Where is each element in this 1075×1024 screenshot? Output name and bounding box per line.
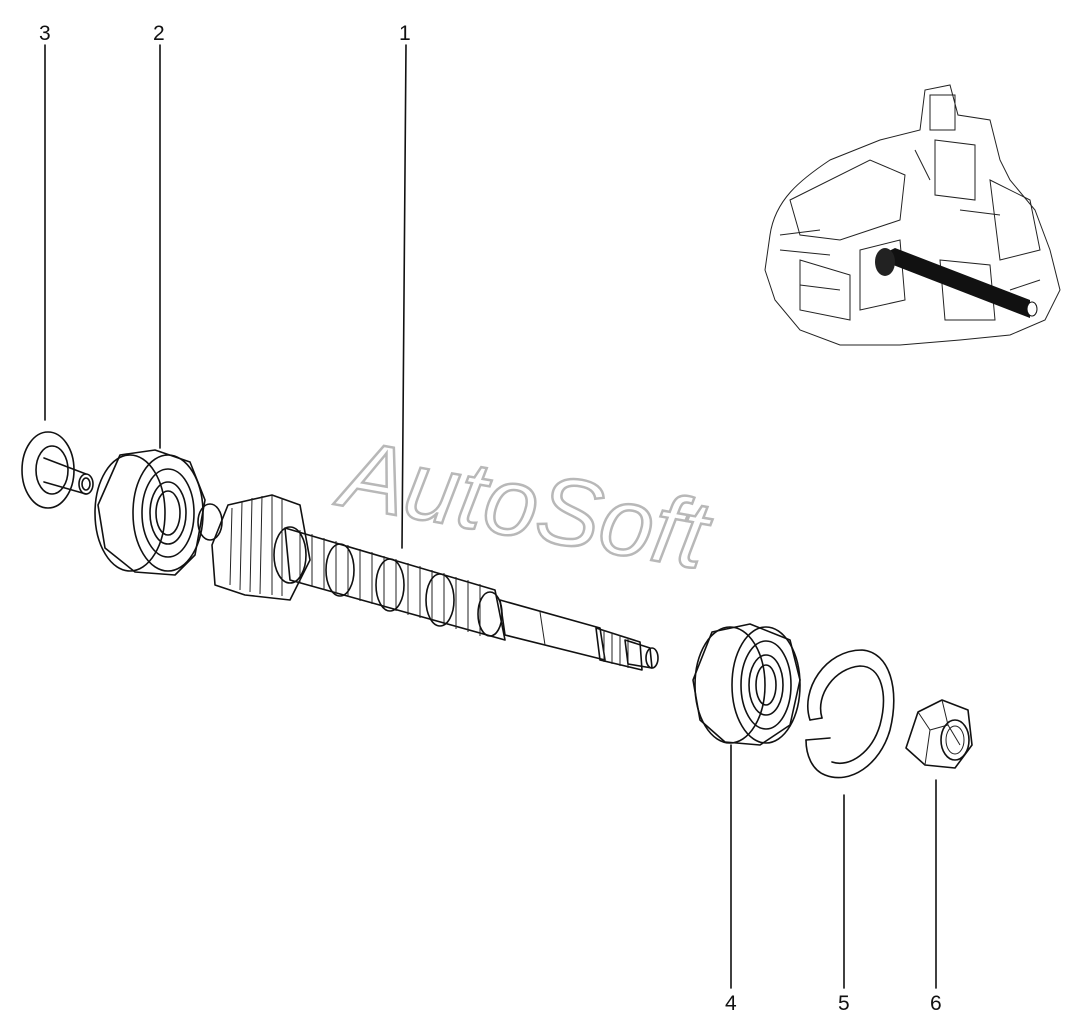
callout-numbers: 3 2 1 4 5 6 (39, 22, 942, 1015)
part-1-input-shaft (197, 494, 659, 671)
watermark-text: AutoSoft (329, 419, 718, 590)
part-2-front-bearing (94, 449, 206, 576)
part-5-snap-ring (805, 649, 895, 779)
callout-6: 6 (930, 992, 942, 1015)
part-4-rear-bearing (692, 623, 801, 746)
callout-4: 4 (725, 992, 737, 1015)
callout-2: 2 (153, 22, 165, 45)
leader-lines (44, 44, 937, 989)
part-3-bushing (21, 431, 94, 509)
callout-3: 3 (39, 22, 51, 45)
callout-1: 1 (399, 22, 411, 45)
part-6-nut (905, 699, 973, 769)
callout-5: 5 (838, 992, 850, 1015)
watermark: AutoSoft (328, 418, 720, 591)
transmission-inset-illustration (764, 84, 1061, 346)
leader-line-1 (401, 44, 407, 549)
